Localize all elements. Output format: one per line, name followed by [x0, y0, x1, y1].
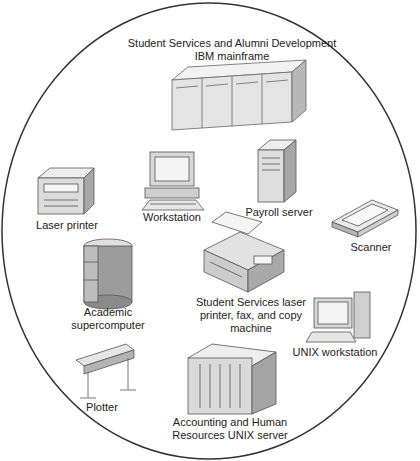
device-label: Accounting and Human Resources UNIX serv… — [170, 416, 290, 442]
network-circle — [2, 3, 416, 459]
copier-fax-icon — [204, 212, 284, 292]
supercomputer-icon — [84, 239, 132, 309]
device-label: Academic supercomputer — [68, 306, 148, 332]
workstation-icon — [142, 152, 204, 210]
device-label: Payroll server — [234, 206, 324, 219]
unix-workstation-icon — [306, 292, 370, 342]
device-label: UNIX workstation — [285, 346, 385, 359]
laser-printer-icon — [38, 168, 94, 214]
device-label: Plotter — [67, 401, 137, 414]
device-label: Student Services laser printer, fax, and… — [195, 296, 307, 335]
mainframe-icon — [172, 60, 306, 130]
device-label: Workstation — [127, 211, 217, 224]
plotter-icon — [76, 344, 136, 398]
unix-server-icon — [188, 344, 276, 414]
device-label: Student Services and Alumni Development … — [125, 37, 340, 63]
scanner-icon — [332, 200, 398, 237]
device-label: Scanner — [336, 241, 406, 254]
payroll-server-icon — [258, 140, 296, 202]
device-label: Laser printer — [22, 219, 112, 232]
